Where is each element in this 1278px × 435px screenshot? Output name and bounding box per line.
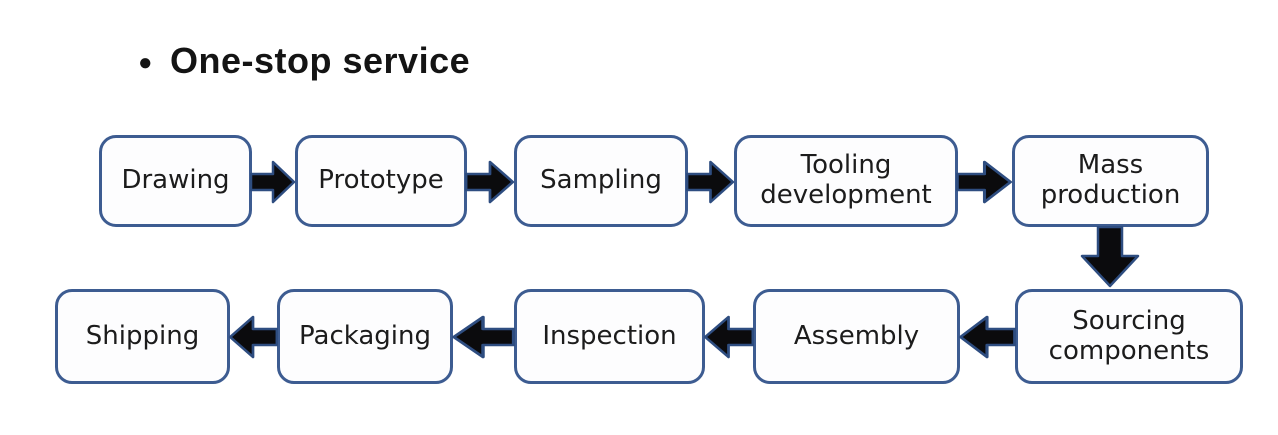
arrow-right-icon xyxy=(465,160,515,204)
flow-node-mass-production: Mass production xyxy=(1012,135,1209,227)
flow-node-prototype: Prototype xyxy=(295,135,467,227)
node-label: Inspection xyxy=(542,320,677,351)
arrow-left-icon xyxy=(228,315,278,359)
page-title: ● One-stop service xyxy=(138,40,470,82)
flow-node-tooling-development: Tooling development xyxy=(734,135,958,227)
arrow-left-icon xyxy=(958,315,1016,359)
flow-node-packaging: Packaging xyxy=(277,289,453,384)
arrow-right-icon xyxy=(686,160,735,204)
flow-node-sourcing-components: Sourcing components xyxy=(1015,289,1243,384)
arrow-left-icon xyxy=(452,315,515,359)
node-label: Packaging xyxy=(299,320,431,351)
flow-node-drawing: Drawing xyxy=(99,135,252,227)
node-label: Shipping xyxy=(85,320,200,351)
arrow-left-icon xyxy=(703,315,754,359)
arrow-right-icon xyxy=(250,160,296,204)
node-label: Assembly xyxy=(793,320,920,351)
node-label: Drawing xyxy=(121,165,230,196)
bullet-icon: ● xyxy=(138,49,153,76)
arrow-right-icon xyxy=(956,160,1013,204)
node-label: Mass production xyxy=(1040,150,1181,210)
arrow-down-icon xyxy=(1080,226,1140,288)
node-label: Sampling xyxy=(540,165,662,196)
flow-node-sampling: Sampling xyxy=(514,135,688,227)
page-title-text: One-stop service xyxy=(170,40,471,81)
flow-node-assembly: Assembly xyxy=(753,289,960,384)
node-label: Prototype xyxy=(318,165,444,196)
node-label: Sourcing components xyxy=(1048,305,1210,366)
flow-node-shipping: Shipping xyxy=(55,289,230,384)
node-label: Tooling development xyxy=(760,150,932,210)
flow-node-inspection: Inspection xyxy=(514,289,705,384)
